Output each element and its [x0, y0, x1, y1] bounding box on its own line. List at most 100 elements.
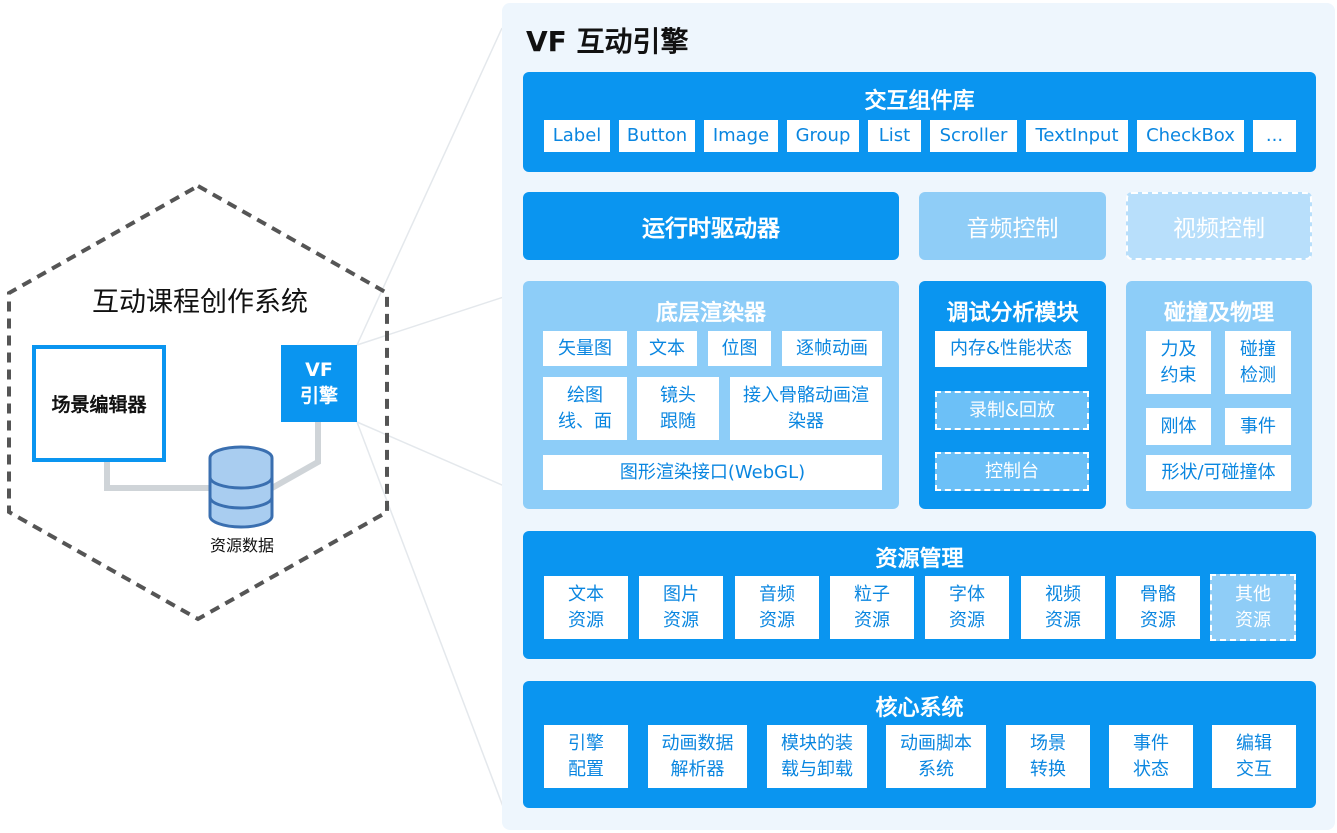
component-image[interactable]: Image [704, 120, 778, 152]
resource-audio-1: 音频 [759, 584, 795, 606]
core-event-state-2: 状态 [1133, 758, 1169, 780]
resource-text-2: 资源 [568, 609, 604, 631]
scene-editor-label: 场景编辑器 [51, 394, 147, 416]
component-label[interactable]: Label [544, 120, 610, 152]
core-title: 核心系统 [875, 696, 964, 721]
editor-db-connector [104, 462, 210, 491]
resource-audio-2: 资源 [759, 609, 795, 631]
resource-particle-1: 粒子 [854, 584, 890, 606]
resource-video-2: 资源 [1045, 609, 1081, 631]
resource-audio[interactable]: 音频资源 [735, 576, 819, 639]
resource-skeleton[interactable]: 骨骼资源 [1116, 576, 1200, 639]
renderer-title: 底层渲染器 [655, 301, 766, 326]
vf-db-connector [270, 422, 321, 491]
physics-detect-1: 碰撞 [1240, 339, 1276, 361]
resource-data-label: 资源数据 [209, 536, 274, 555]
core-module-loader-1: 模块的装 [781, 733, 853, 755]
resource-image-1: 图片 [663, 584, 699, 606]
physics-event[interactable]: 事件 [1225, 408, 1291, 445]
core-module-loader-2: 载与卸载 [781, 758, 853, 780]
core-scene-switch[interactable]: 场景转换 [1006, 725, 1090, 788]
physics-detect[interactable]: 碰撞 检测 [1225, 331, 1291, 394]
physics-force-2: 约束 [1160, 364, 1197, 386]
core-engine-config[interactable]: 引擎配置 [544, 725, 628, 788]
resource-particle[interactable]: 粒子资源 [830, 576, 914, 639]
resource-particle-2: 资源 [854, 609, 890, 631]
renderer-draw[interactable]: 绘图 线、面 [543, 377, 627, 440]
renderer-skeleton-2: 染器 [788, 410, 824, 432]
resource-text[interactable]: 文本资源 [544, 576, 628, 639]
component-checkbox[interactable]: CheckBox [1137, 120, 1244, 152]
resource-video-1: 视频 [1045, 584, 1081, 606]
resource-other[interactable]: 其他资源 [1210, 574, 1296, 641]
core-engine-config-2: 配置 [568, 758, 604, 780]
runtime-driver-box[interactable]: 运行时驱动器 [523, 192, 899, 260]
resource-image-2: 资源 [663, 609, 699, 631]
component-more[interactable]: ... [1253, 120, 1296, 152]
renderer-draw-2: 线、面 [558, 410, 612, 432]
core-anim-parser-2: 解析器 [670, 758, 725, 780]
engine-title: VF 互动引擎 [526, 25, 689, 58]
component-group[interactable]: Group [787, 120, 859, 152]
resource-other-2: 资源 [1235, 609, 1271, 631]
physics-detect-2: 检测 [1240, 364, 1276, 386]
audio-control-box[interactable]: 音频控制 [919, 192, 1106, 260]
resources-title: 资源管理 [875, 547, 964, 572]
resource-text-1: 文本 [568, 584, 604, 606]
physics-force[interactable]: 力及 约束 [1146, 331, 1211, 394]
core-edit-interact[interactable]: 编辑交互 [1212, 725, 1296, 788]
renderer-draw-1: 绘图 [567, 385, 603, 407]
resource-image[interactable]: 图片资源 [639, 576, 723, 639]
core-scene-switch-1: 场景 [1030, 733, 1066, 755]
video-control-label: 视频控制 [1173, 216, 1265, 242]
core-module-loader[interactable]: 模块的装载与卸载 [767, 725, 867, 788]
video-control-box[interactable]: 视频控制 [1126, 192, 1312, 260]
core-engine-config-1: 引擎 [568, 733, 604, 755]
component-button[interactable]: Button [619, 120, 695, 152]
physics-rigid[interactable]: 刚体 [1146, 408, 1211, 445]
vf-engine-label-2: 引擎 [299, 384, 338, 407]
debug-title: 调试分析模块 [946, 301, 1079, 326]
scene-editor-box[interactable]: 场景编辑器 [32, 345, 166, 462]
component-textinput[interactable]: TextInput [1026, 120, 1128, 152]
component-list[interactable]: List [868, 120, 921, 152]
components-title: 交互组件库 [864, 89, 975, 114]
renderer-skeleton-1: 接入骨骼动画渲 [743, 385, 869, 407]
core-edit-interact-1: 编辑 [1236, 733, 1272, 755]
core-anim-script-1: 动画脚本 [900, 733, 972, 755]
renderer-camera[interactable]: 镜头 跟随 [637, 377, 719, 440]
renderer-text[interactable]: 文本 [637, 331, 697, 366]
vf-engine-box[interactable]: VF 引擎 [281, 345, 357, 422]
debug-record[interactable]: 录制&回放 [935, 391, 1089, 430]
resource-font-2: 资源 [949, 609, 985, 631]
debug-perf[interactable]: 内存&性能状态 [935, 331, 1087, 367]
core-event-state-1: 事件 [1133, 733, 1169, 755]
renderer-skeleton[interactable]: 接入骨骼动画渲 染器 [730, 377, 882, 440]
database-icon [208, 445, 274, 529]
renderer-webgl[interactable]: 图形渲染接口(WebGL) [543, 455, 882, 490]
renderer-vector[interactable]: 矢量图 [543, 331, 627, 366]
renderer-camera-2: 跟随 [660, 410, 696, 432]
core-anim-script[interactable]: 动画脚本系统 [886, 725, 986, 788]
core-edit-interact-2: 交互 [1236, 758, 1272, 780]
renderer-bitmap[interactable]: 位图 [708, 331, 771, 366]
debug-console[interactable]: 控制台 [935, 452, 1089, 491]
core-anim-parser[interactable]: 动画数据解析器 [648, 725, 747, 788]
audio-control-label: 音频控制 [966, 216, 1059, 242]
resource-skeleton-1: 骨骼 [1140, 584, 1176, 606]
core-anim-parser-1: 动画数据 [661, 733, 734, 755]
physics-force-1: 力及 [1160, 339, 1197, 361]
physics-title: 碰撞及物理 [1163, 301, 1274, 326]
vf-engine-label-1: VF [305, 358, 333, 381]
renderer-frame-animation[interactable]: 逐帧动画 [782, 331, 882, 366]
core-event-state[interactable]: 事件状态 [1109, 725, 1193, 788]
runtime-driver-label: 运行时驱动器 [642, 216, 780, 242]
resource-video[interactable]: 视频资源 [1021, 576, 1105, 639]
resource-skeleton-2: 资源 [1140, 609, 1176, 631]
resource-font[interactable]: 字体资源 [925, 576, 1009, 639]
physics-shape[interactable]: 形状/可碰撞体 [1146, 455, 1291, 491]
component-scroller[interactable]: Scroller [930, 120, 1017, 152]
core-scene-switch-2: 转换 [1030, 758, 1066, 780]
renderer-camera-1: 镜头 [660, 385, 696, 407]
